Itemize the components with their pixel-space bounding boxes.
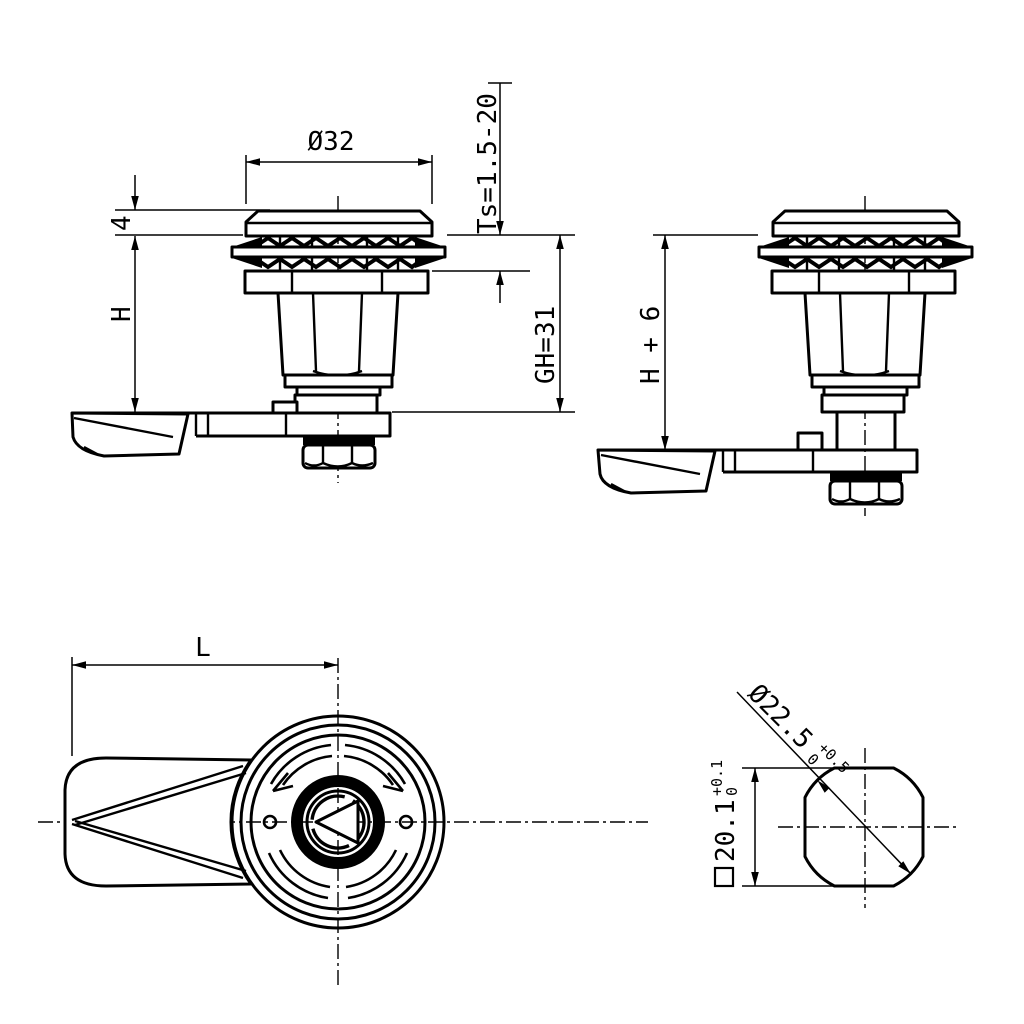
hex-nut [301,443,377,470]
dimension-cutout-square: 20.1 +0.1 0 [708,760,833,888]
dim-cutout-square-label: 20.1 [711,799,741,862]
dim-cutout-diameter-label: Ø22.5 [742,679,819,756]
dimension-handle-length: L [71,633,338,756]
front-view-released [596,196,974,516]
dim-grip-height-label: GH=31 [531,306,561,384]
dimension-head-height: 4 [107,175,270,250]
panel-cutout-view: Ø22.5 +0.5 0 20.1 +0.1 0 [708,679,957,908]
dim-handle-length-label: L [195,633,211,663]
wing-handle-edges [71,764,247,880]
dim-panel-thickness-label: Ts=1.5-20 [473,93,503,234]
square-symbol [713,866,735,888]
hex-nut [828,479,904,506]
dim-head-diameter-label: Ø32 [308,127,355,157]
wave-spring-lower [781,256,949,270]
centerline [778,748,957,908]
hex-body [276,291,400,377]
front-view-clamped [70,196,447,483]
dim-grip-label: H [107,306,137,322]
wave-spring-upper [781,235,949,249]
cam-arm [598,448,919,474]
grip-nut [770,269,957,295]
dimension-grip: H [107,236,139,412]
cam-arm [72,411,392,438]
spindle-tab [796,431,824,452]
dimension-panel-thickness: Ts=1.5-20 [432,82,575,303]
wing-handle [63,756,253,888]
rotation-arrows-icon [267,743,409,900]
mount-hole-left [262,814,278,830]
square-spindle [293,393,379,415]
dimension-head-diameter: Ø32 [245,127,433,204]
wave-spring-upper [254,235,422,249]
dimension-grip-height: GH=31 [392,235,575,413]
mount-hole-right [398,814,414,830]
dim-cutout-square-tol-upper: +0.1 [708,760,726,796]
hex-body [803,291,927,377]
dimension-released-height: H + 6 [636,234,758,450]
cam-washer [830,473,902,481]
triangle-key-icon [314,799,360,845]
dim-released-height-label: H + 6 [636,306,666,384]
cutout-octagon [803,766,925,888]
wave-spring-lower [254,256,422,270]
top-view [38,658,648,988]
seal-washer [230,245,447,259]
lock-ring [291,775,385,869]
square-spindle [835,412,897,450]
cam-washer [303,437,375,445]
dim-head-height-label: 4 [107,215,137,231]
grip-nut [243,269,430,295]
spindle-tab [271,400,299,415]
dim-cutout-diameter-tol-lower: 0 [803,750,822,769]
seal-washer [757,245,974,259]
dim-cutout-square-tol-lower: 0 [723,787,741,796]
